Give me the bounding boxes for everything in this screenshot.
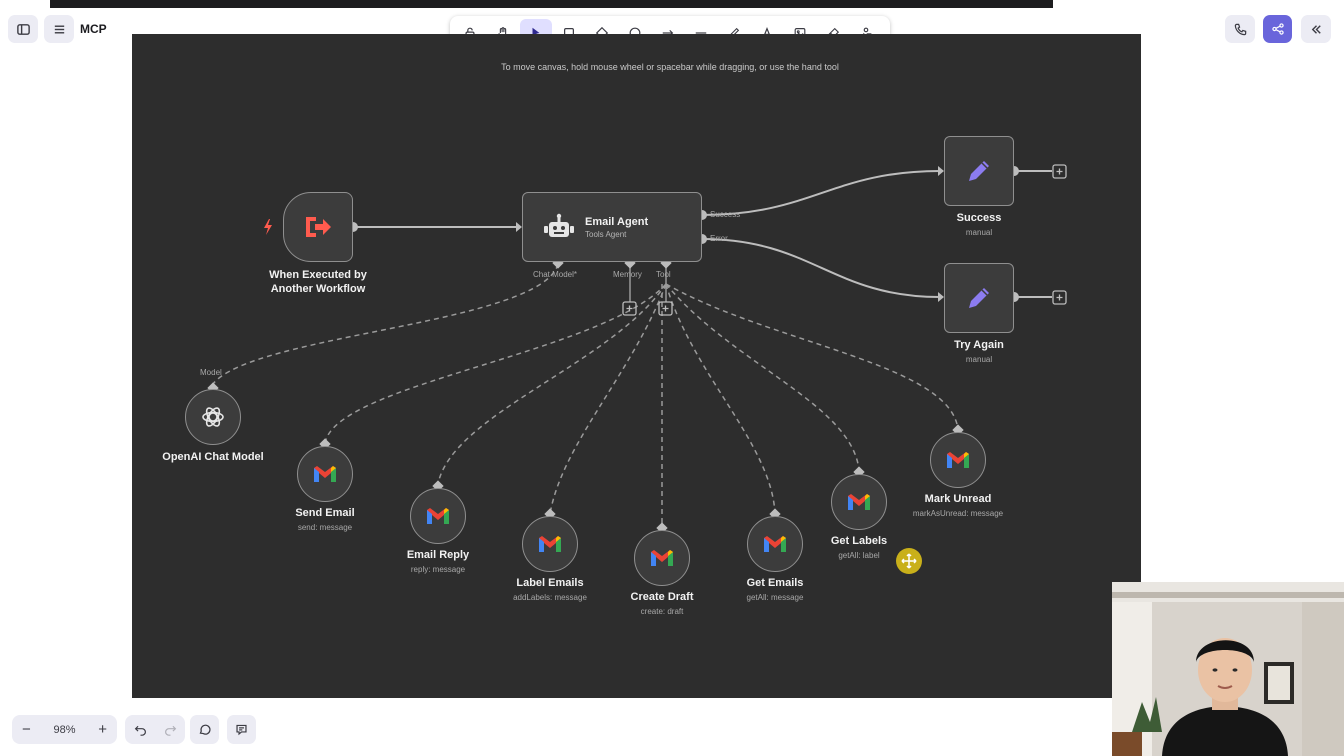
workflow-canvas-image[interactable]: To move canvas, hold mouse wheel or spac… (132, 34, 1141, 698)
move-cursor (896, 548, 922, 574)
openai-model-node[interactable] (185, 389, 241, 445)
mark-unread-node[interactable] (930, 432, 986, 488)
label-emails-node[interactable] (522, 516, 578, 572)
zoom-level[interactable]: 98% (53, 723, 76, 736)
mark-unread-sub: markAsUnread: message (912, 509, 1004, 518)
share-icon (1271, 23, 1284, 35)
agent-subtitle: Tools Agent (585, 229, 627, 239)
speech-bubble-icon (199, 724, 211, 735)
get-emails-node[interactable] (747, 516, 803, 572)
trigger-label-line2: Another Workflow (270, 283, 366, 295)
gmail-icon (427, 508, 449, 524)
send-email-sub: send: message (297, 523, 353, 532)
zoom-controls: − 98% + (12, 715, 117, 744)
create-draft-node[interactable] (634, 530, 690, 586)
gmail-icon (539, 536, 561, 552)
get-labels-label: Get Labels (830, 535, 888, 547)
email-reply-sub: reply: message (410, 565, 466, 574)
robot-icon (544, 213, 574, 237)
email-reply-node[interactable] (410, 488, 466, 544)
port-error-label: Error (710, 234, 728, 243)
port-chat-model-label: Chat Model* (533, 270, 578, 279)
collapse-panel-button[interactable] (1301, 15, 1331, 43)
gmail-icon (314, 466, 336, 482)
comment-button[interactable] (190, 715, 219, 744)
line-icon (695, 31, 707, 34)
sidebar-toggle-button[interactable] (8, 15, 38, 43)
port-tool-label: Tool (656, 270, 671, 279)
double-chevron-left-icon (1311, 24, 1321, 34)
get-emails-sub: getAll: message (746, 593, 804, 602)
get-emails-label: Get Emails (746, 577, 804, 589)
mark-unread-label: Mark Unread (924, 493, 992, 505)
gmail-icon (764, 536, 786, 552)
trigger-label-line1: When Executed by (269, 269, 367, 281)
create-draft-sub: create: draft (640, 607, 684, 616)
label-emails-label: Label Emails (516, 577, 584, 589)
pencil-icon (969, 161, 989, 181)
presenter-video-frame (1112, 582, 1344, 756)
hamburger-icon (54, 25, 64, 33)
webcam-video (1112, 582, 1344, 756)
success-node[interactable] (944, 136, 1014, 206)
model-port-label: Model (200, 368, 222, 377)
phone-icon (1234, 23, 1246, 35)
share-button[interactable] (1263, 15, 1292, 43)
undo-icon[interactable] (134, 723, 147, 736)
email-agent-node[interactable]: Email Agent Tools Agent (522, 192, 702, 262)
email-reply-label: Email Reply (406, 549, 470, 561)
pencil-icon (969, 288, 989, 308)
get-labels-sub: getAll: label (838, 551, 880, 560)
send-email-label: Send Email (295, 507, 355, 519)
create-draft-label: Create Draft (630, 591, 694, 603)
send-email-node[interactable] (297, 446, 353, 502)
openai-icon (202, 407, 224, 427)
zoom-out-button[interactable]: − (22, 721, 31, 738)
agent-title: Email Agent (585, 215, 649, 228)
success-label: Success (956, 212, 1002, 224)
try-again-sub: manual (965, 355, 993, 364)
gmail-icon (651, 550, 673, 566)
top-strip (50, 0, 1053, 8)
history-controls (125, 715, 185, 744)
redo-icon[interactable] (164, 723, 177, 736)
try-again-node[interactable] (944, 263, 1014, 333)
call-button[interactable] (1225, 15, 1255, 43)
exit-arrow-icon (306, 217, 331, 237)
port-success-label: Success (710, 210, 741, 219)
openai-model-label: OpenAI Chat Model (162, 451, 264, 463)
pointer-icon (532, 27, 540, 38)
feedback-button[interactable] (227, 715, 256, 744)
get-labels-node[interactable] (831, 474, 887, 530)
success-sub: manual (965, 228, 993, 237)
zoom-in-button[interactable]: + (98, 721, 107, 738)
trigger-node[interactable] (283, 192, 353, 262)
move-icon (901, 553, 917, 569)
try-again-label: Try Again (954, 339, 1004, 351)
port-memory-label: Memory (613, 270, 642, 279)
menu-button[interactable] (44, 15, 74, 43)
message-square-icon (236, 724, 247, 736)
app-title: MCP (80, 22, 107, 36)
label-emails-sub: addLabels: message (513, 593, 587, 602)
gmail-icon (848, 494, 870, 510)
text-icon (762, 26, 772, 38)
canvas-hint: To move canvas, hold mouse wheel or spac… (501, 62, 839, 72)
gmail-icon (947, 452, 969, 468)
sidebar-icon (16, 23, 30, 35)
